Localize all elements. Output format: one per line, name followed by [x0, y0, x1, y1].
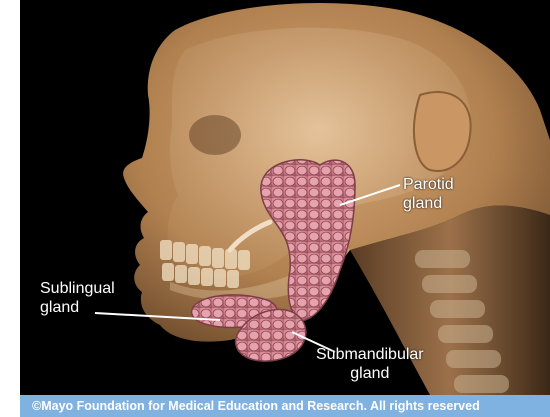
parotid-label-line2: gland: [403, 194, 454, 213]
submandibular-gland-label: Submandibular gland: [316, 345, 424, 383]
submandibular-label-line1: Submandibular: [316, 345, 424, 364]
submandibular-label-line2: gland: [316, 364, 424, 383]
head-anatomy-illustration: [20, 0, 550, 395]
sublingual-gland-label: Sublingual gland: [40, 279, 115, 317]
sublingual-label-line1: Sublingual: [40, 279, 115, 298]
eye-orbit: [189, 115, 241, 155]
copyright-text: ©Mayo Foundation for Medical Education a…: [32, 398, 480, 414]
parotid-label-line1: Parotid: [403, 175, 454, 194]
parotid-gland-label: Parotid gland: [403, 175, 454, 213]
copyright-bar: ©Mayo Foundation for Medical Education a…: [20, 395, 550, 417]
sublingual-label-line2: gland: [40, 298, 115, 317]
